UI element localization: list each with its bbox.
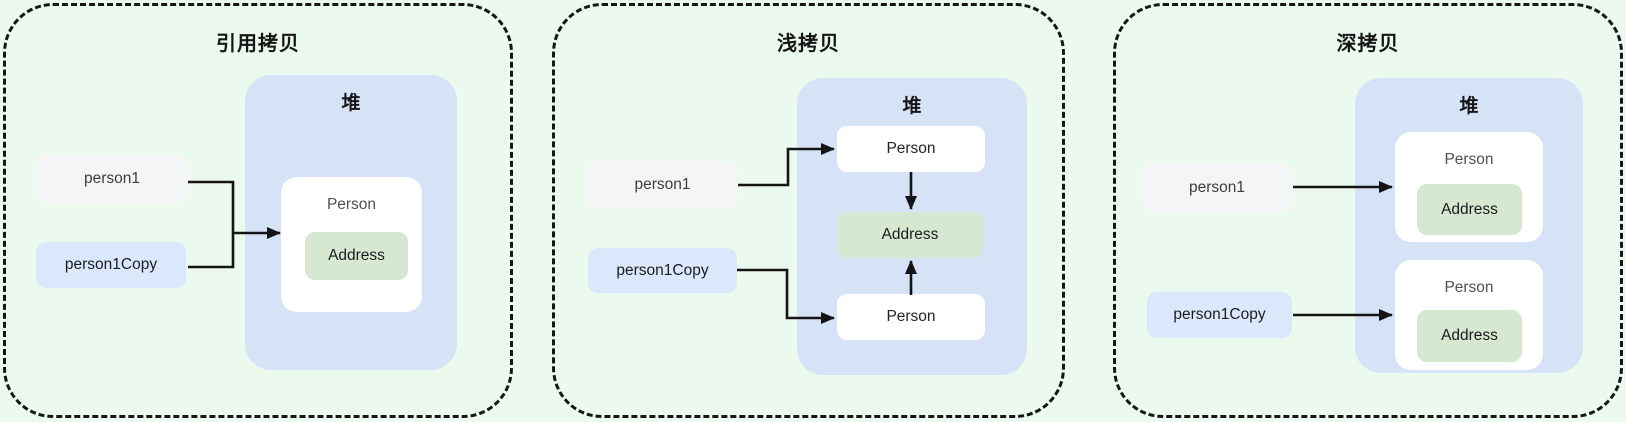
person-object-label: Person xyxy=(326,196,377,213)
heap-label: 堆 xyxy=(902,96,922,117)
stack-var-person1copy: person1Copy xyxy=(1147,292,1292,338)
stack-var-person1: person1 xyxy=(587,161,738,209)
panel-reference-copy xyxy=(3,3,513,418)
person-object-box: Person Address xyxy=(281,177,422,312)
address-box: Address xyxy=(1417,310,1522,362)
address-box: Address xyxy=(305,232,408,280)
panel-shallow-copy xyxy=(552,3,1065,418)
address-box: Address xyxy=(1417,184,1522,235)
address-box: Address xyxy=(837,212,983,258)
person-object-box: Person xyxy=(837,126,985,172)
stack-var-person1: person1 xyxy=(36,155,188,203)
person-object-box: Person xyxy=(837,294,985,340)
panel-title-deep-copy: 深拷贝 xyxy=(1336,33,1400,55)
heap-label: 堆 xyxy=(1459,96,1479,117)
stack-var-person1copy: person1Copy xyxy=(588,248,737,293)
heap-region: 堆 Person Address Person xyxy=(797,78,1027,375)
person-object-box: Person Address xyxy=(1395,132,1543,242)
panel-title-reference-copy: 引用拷贝 xyxy=(216,33,300,55)
stack-var-person1copy: person1Copy xyxy=(36,242,186,288)
person-object-label: Person xyxy=(1444,279,1494,296)
heap-region: 堆 Person Address xyxy=(245,75,457,370)
heap-region: 堆 Person Address Person Address xyxy=(1355,78,1583,373)
stack-var-person1: person1 xyxy=(1142,163,1292,212)
panel-deep-copy xyxy=(1113,3,1623,418)
person-object-box: Person Address xyxy=(1395,260,1543,370)
panel-title-shallow-copy: 浅拷贝 xyxy=(777,33,840,55)
person-object-label: Person xyxy=(1444,151,1494,168)
heap-label: 堆 xyxy=(341,93,361,114)
